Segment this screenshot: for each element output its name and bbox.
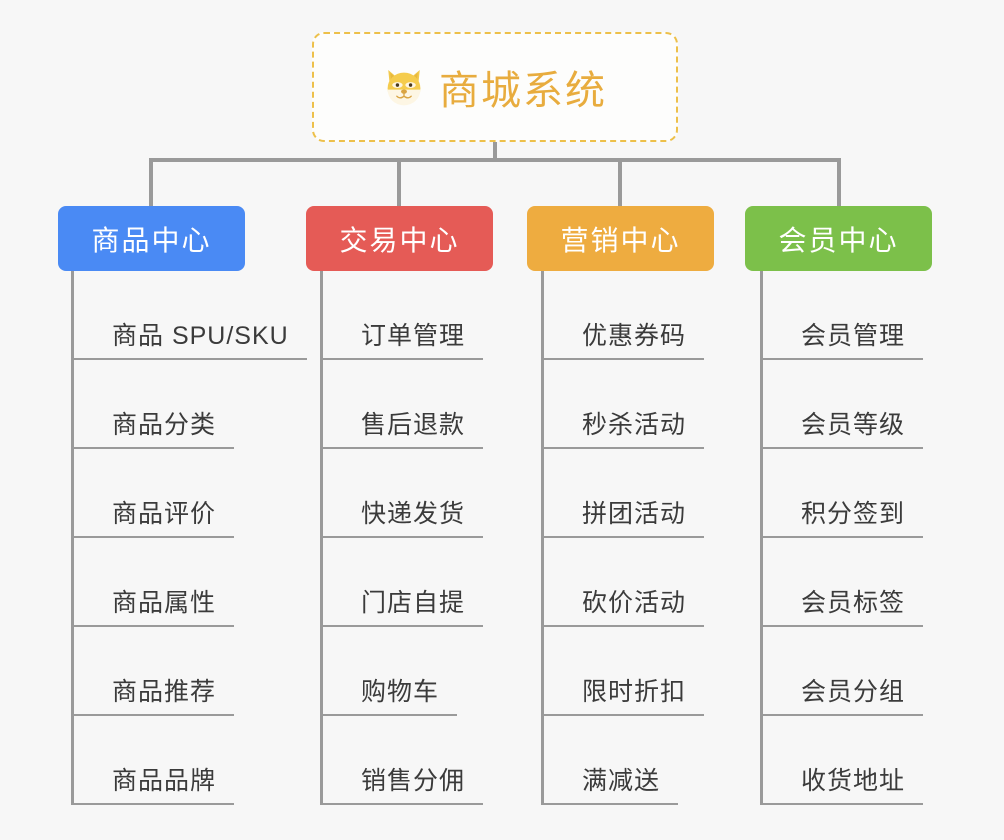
leaf-item[interactable]: 购物车 <box>320 627 483 716</box>
leaf-label: 会员分组 <box>801 678 906 706</box>
connector-drop-1 <box>149 158 153 206</box>
connector-horizontal-bus <box>149 158 841 162</box>
leaf-item[interactable]: 秒杀活动 <box>541 360 705 449</box>
leaf-item[interactable]: 商品属性 <box>71 538 307 627</box>
leaf-label: 会员管理 <box>801 322 906 350</box>
leaf-label: 会员等级 <box>801 411 906 439</box>
connector-drop-4 <box>837 158 841 206</box>
leaf-item[interactable]: 商品分类 <box>71 360 307 449</box>
leaf-item[interactable]: 优惠券码 <box>541 271 705 360</box>
column-spine-2 <box>320 271 323 805</box>
column-spine-3 <box>541 271 544 805</box>
connector-drop-2 <box>397 158 401 206</box>
leaf-label: 砍价活动 <box>582 589 687 617</box>
category-label-2: 交易中心 <box>339 224 460 256</box>
leaf-label: 商品属性 <box>112 589 217 617</box>
leaf-label: 销售分佣 <box>361 767 466 795</box>
category-box-2[interactable]: 交易中心 <box>306 206 493 271</box>
category-box-3[interactable]: 营销中心 <box>527 206 714 271</box>
leaf-item[interactable]: 积分签到 <box>760 449 924 538</box>
leaf-item[interactable]: 商品品牌 <box>71 716 307 805</box>
leaf-item[interactable]: 商品评价 <box>71 449 307 538</box>
leaf-label: 收货地址 <box>801 767 906 795</box>
category-box-1[interactable]: 商品中心 <box>58 206 245 271</box>
leaf-item[interactable]: 商品 SPU/SKU <box>71 271 307 360</box>
column-3: 优惠券码 秒杀活动 拼团活动 砍价活动 限时折扣 满减送 <box>541 271 705 805</box>
leaf-label: 商品评价 <box>112 500 217 528</box>
leaf-label: 优惠券码 <box>582 322 687 350</box>
leaf-item[interactable]: 会员标签 <box>760 538 924 627</box>
leaf-item[interactable]: 门店自提 <box>320 538 484 627</box>
leaf-item[interactable]: 商品推荐 <box>71 627 307 716</box>
leaf-item[interactable]: 会员等级 <box>760 360 924 449</box>
column-4: 会员管理 会员等级 积分签到 会员标签 会员分组 收货地址 <box>760 271 924 805</box>
leaf-label: 积分签到 <box>801 500 906 528</box>
column-2: 订单管理 售后退款 快递发货 门店自提 购物车 销售分佣 <box>320 271 484 805</box>
leaf-label: 秒杀活动 <box>582 411 687 439</box>
leaf-item[interactable]: 售后退款 <box>320 360 484 449</box>
leaf-label: 售后退款 <box>361 411 466 439</box>
leaf-label: 快递发货 <box>361 500 466 528</box>
leaf-item[interactable]: 限时折扣 <box>541 627 705 716</box>
leaf-label: 商品 SPU/SKU <box>112 322 289 350</box>
leaf-item[interactable]: 快递发货 <box>320 449 484 538</box>
root-node-mall-system[interactable]: 商城系统 <box>312 32 678 142</box>
leaf-label: 商品分类 <box>112 411 217 439</box>
leaf-item[interactable]: 会员分组 <box>760 627 924 716</box>
leaf-label: 拼团活动 <box>582 500 687 528</box>
connector-root-stem <box>493 142 497 160</box>
leaf-item[interactable]: 满减送 <box>541 716 704 805</box>
connector-drop-3 <box>618 158 622 206</box>
category-box-4[interactable]: 会员中心 <box>745 206 932 271</box>
leaf-label: 满减送 <box>582 767 661 795</box>
shiba-dog-face-icon <box>383 66 425 108</box>
column-spine-1 <box>71 271 74 805</box>
leaf-label: 限时折扣 <box>582 678 687 706</box>
leaf-item[interactable]: 拼团活动 <box>541 449 705 538</box>
leaf-item[interactable]: 收货地址 <box>760 716 924 805</box>
column-1: 商品 SPU/SKU 商品分类 商品评价 商品属性 商品推荐 商品品牌 <box>71 271 307 805</box>
leaf-label: 购物车 <box>361 678 440 706</box>
category-label-4: 会员中心 <box>778 224 899 256</box>
leaf-item[interactable]: 砍价活动 <box>541 538 705 627</box>
leaf-label: 订单管理 <box>361 322 466 350</box>
root-title: 商城系统 <box>439 69 607 113</box>
leaf-item[interactable]: 销售分佣 <box>320 716 484 805</box>
leaf-label: 商品推荐 <box>112 678 217 706</box>
category-label-1: 商品中心 <box>91 224 212 256</box>
leaf-label: 商品品牌 <box>112 767 217 795</box>
leaf-item[interactable]: 会员管理 <box>760 271 924 360</box>
category-label-3: 营销中心 <box>560 224 681 256</box>
leaf-label: 门店自提 <box>361 589 466 617</box>
leaf-item[interactable]: 订单管理 <box>320 271 484 360</box>
leaf-label: 会员标签 <box>801 589 906 617</box>
column-spine-4 <box>760 271 763 805</box>
